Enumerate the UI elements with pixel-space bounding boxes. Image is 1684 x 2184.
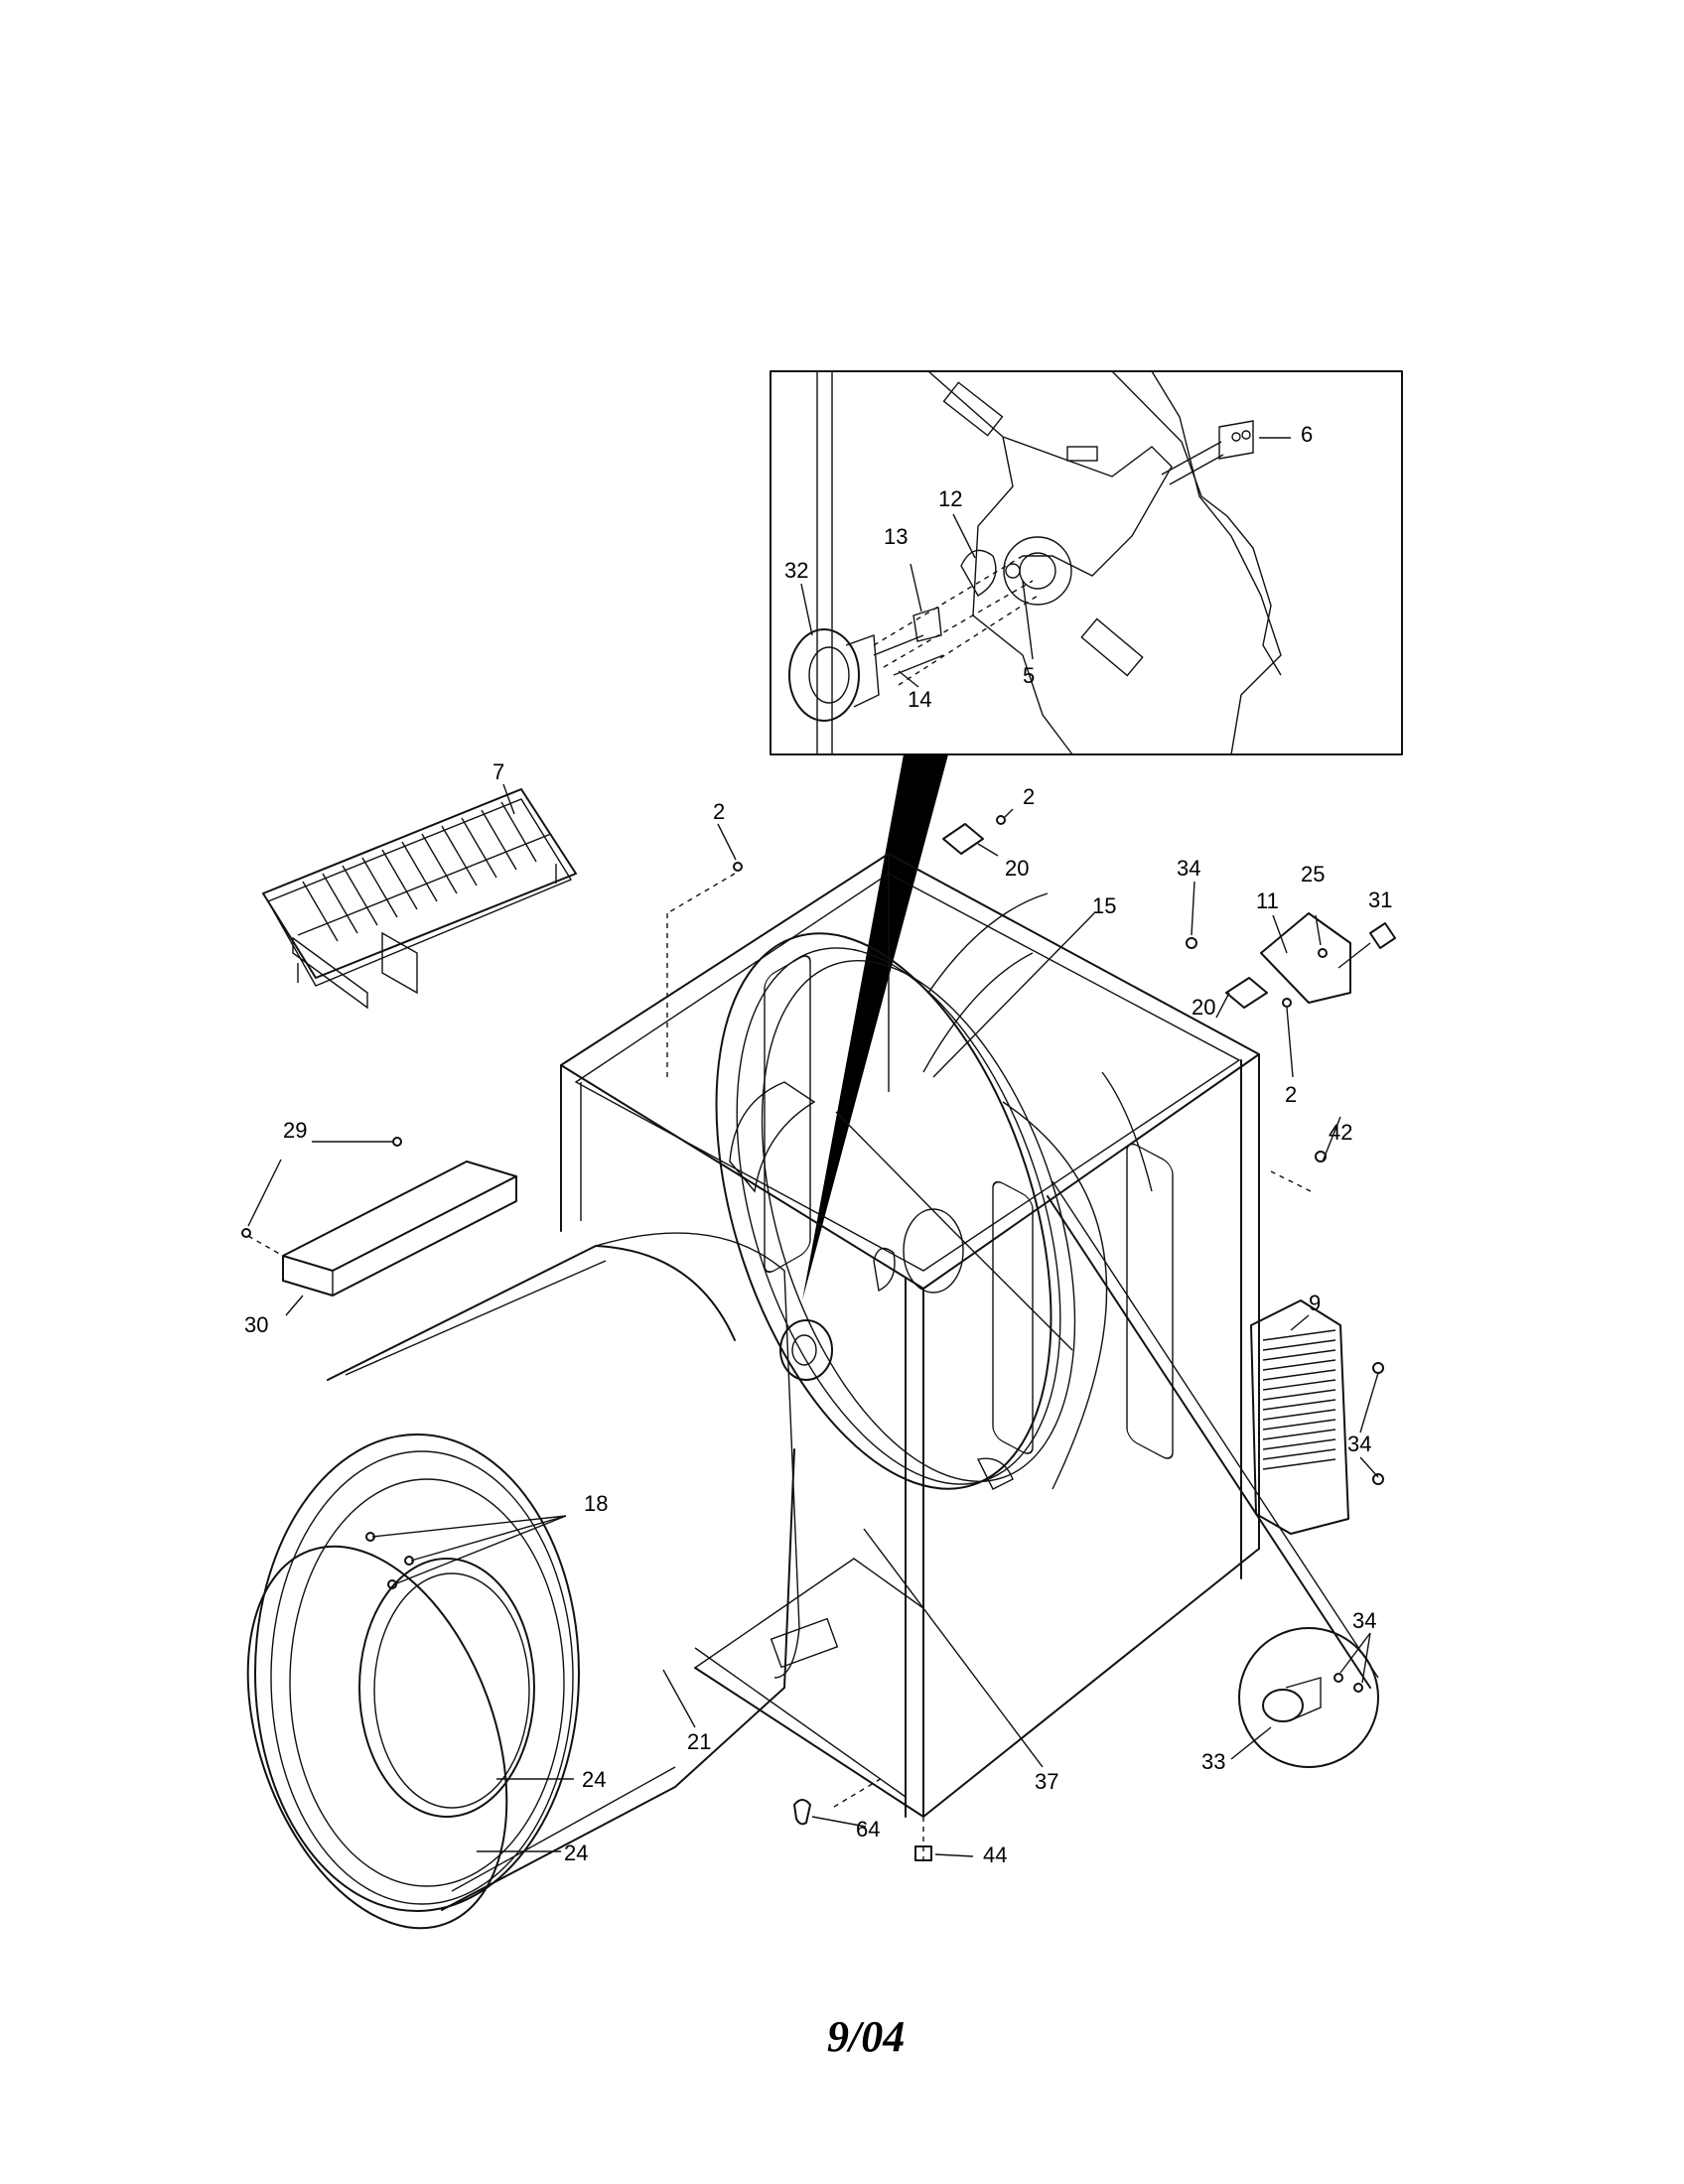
screw-part-42 bbox=[1315, 1151, 1327, 1162]
callout-44: 44 bbox=[983, 1843, 1007, 1867]
bracket-part-11 bbox=[1260, 912, 1351, 1004]
bracket-part-13 bbox=[912, 607, 942, 642]
callout-29: 29 bbox=[283, 1118, 307, 1143]
callout-32: 32 bbox=[784, 558, 808, 583]
callout-12: 12 bbox=[938, 486, 962, 511]
clip-part-20-right bbox=[1225, 977, 1268, 1009]
callout-31: 31 bbox=[1368, 887, 1392, 912]
callout-37: 37 bbox=[1035, 1769, 1058, 1794]
drum-part-21 bbox=[254, 1232, 800, 1912]
leader-lines bbox=[247, 783, 1379, 1857]
callout-labels: 6 12 13 32 14 5 7 2 2 20 15 34 11 25 31 … bbox=[244, 422, 1392, 1867]
callout-64: 64 bbox=[856, 1817, 880, 1842]
cabinet bbox=[560, 853, 1312, 1866]
screw-part-25 bbox=[1318, 948, 1328, 958]
callout-34-thermostat: 34 bbox=[1352, 1608, 1376, 1633]
callout-11: 11 bbox=[1256, 888, 1279, 913]
seal-part-24 bbox=[246, 1545, 508, 1930]
screw-part-2-right bbox=[1282, 998, 1292, 1008]
screw-part-2-left bbox=[733, 862, 743, 872]
screw-part-29-b bbox=[241, 1228, 251, 1238]
screw-part-34-top bbox=[1186, 937, 1197, 949]
plug-part-31 bbox=[1337, 922, 1396, 969]
callout-9: 9 bbox=[1309, 1291, 1321, 1315]
roller-part-32 bbox=[788, 628, 860, 722]
callout-2-right: 2 bbox=[1285, 1082, 1297, 1107]
callout-20-top: 20 bbox=[1005, 856, 1029, 881]
callout-2-left: 2 bbox=[713, 799, 725, 824]
callout-14: 14 bbox=[908, 687, 931, 712]
clip-part-12 bbox=[960, 549, 997, 597]
thermostat-detail-part-33 bbox=[1238, 1627, 1379, 1768]
inset-pointer bbox=[802, 754, 948, 1300]
callout-24-bottom: 24 bbox=[564, 1841, 588, 1865]
screw-part-2-top bbox=[996, 815, 1006, 825]
callout-34-top: 34 bbox=[1177, 856, 1200, 881]
callout-6: 6 bbox=[1301, 422, 1313, 447]
footer-date-code: 9/04 bbox=[827, 2012, 905, 2061]
clip-part-20-top bbox=[942, 823, 984, 855]
callout-21: 21 bbox=[687, 1729, 711, 1754]
callout-20-right: 20 bbox=[1192, 995, 1215, 1020]
callout-13: 13 bbox=[884, 524, 908, 549]
callout-18: 18 bbox=[584, 1491, 608, 1516]
grille-part-9 bbox=[1250, 1299, 1349, 1535]
callout-30: 30 bbox=[244, 1312, 268, 1337]
callout-24-top: 24 bbox=[582, 1767, 606, 1792]
callout-5: 5 bbox=[1023, 663, 1035, 688]
callout-25: 25 bbox=[1301, 862, 1325, 887]
baffle-part-30 bbox=[247, 1160, 517, 1297]
screw-part-44 bbox=[914, 1845, 932, 1861]
callout-15: 15 bbox=[1092, 893, 1116, 918]
clip-part-64 bbox=[793, 1799, 811, 1826]
callout-34-grille: 34 bbox=[1347, 1432, 1371, 1456]
bracket-part-6 bbox=[1218, 420, 1254, 460]
inset-detail bbox=[770, 370, 1403, 755]
screw-part-18-c bbox=[387, 1579, 397, 1589]
roller-part-5 bbox=[1005, 563, 1021, 579]
screw-part-29-a bbox=[392, 1137, 402, 1147]
screw-part-34-grille-top bbox=[1372, 1362, 1384, 1374]
dryer-rack-part-7 bbox=[262, 788, 577, 1010]
screw-part-34-grille-bottom bbox=[1372, 1473, 1384, 1485]
callout-33: 33 bbox=[1201, 1749, 1225, 1774]
callout-2-top: 2 bbox=[1023, 784, 1035, 809]
rear-bulkhead bbox=[715, 932, 1379, 1689]
callout-7: 7 bbox=[492, 759, 504, 784]
callout-42: 42 bbox=[1329, 1120, 1352, 1145]
